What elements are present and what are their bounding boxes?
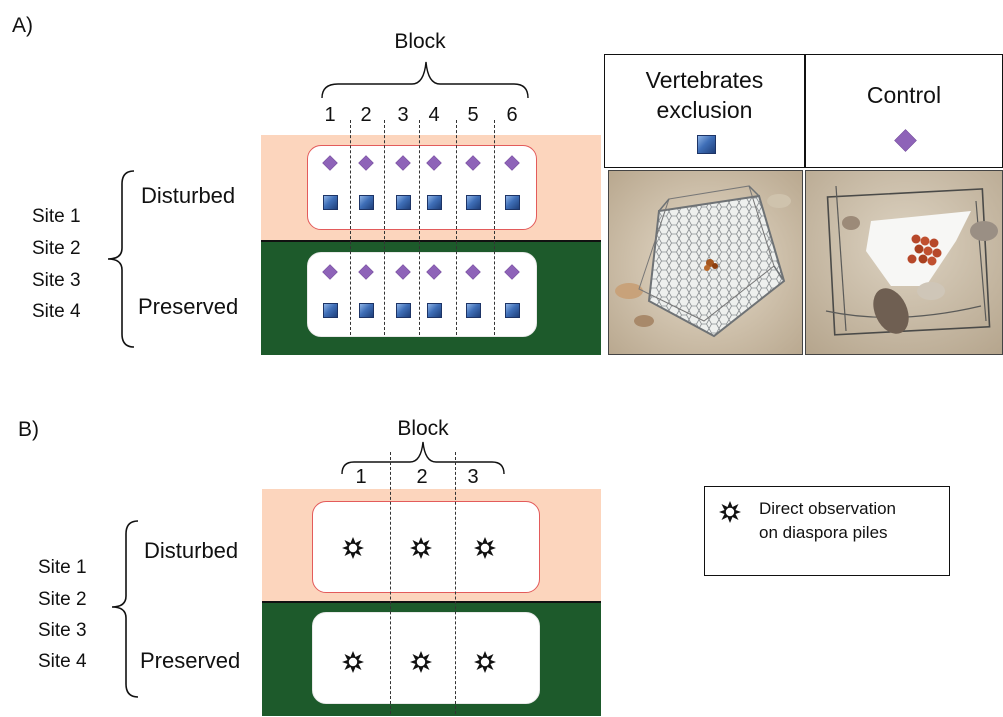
starburst-icon <box>719 501 741 523</box>
panel-a-disturbed-exclusion-square-1 <box>323 195 338 210</box>
control-legend: Control <box>805 54 1003 168</box>
panel-a-divider-2 <box>384 120 385 335</box>
panel-b-divider-1 <box>390 452 391 714</box>
panel-a-preserved-exclusion-square-3 <box>396 303 411 318</box>
panel-b-site-4: Site 4 <box>38 651 87 672</box>
panel-b-disturbed-starburst-icon-1 <box>342 537 364 559</box>
panel-b-site-1: Site 1 <box>38 557 87 578</box>
panel-a-block-number-3: 3 <box>397 104 409 126</box>
panel-a-site-brace <box>107 170 135 348</box>
panel-b-block-title: Block <box>397 417 449 440</box>
panel-a-band-divider <box>261 240 601 242</box>
panel-a-block-number-2: 2 <box>360 104 372 126</box>
panel-b-preserved-starburst-icon-1 <box>342 651 364 673</box>
panel-a-block-number-6: 6 <box>506 104 518 126</box>
purple-diamond-icon <box>894 129 917 152</box>
panel-a-site-3: Site 3 <box>32 270 81 291</box>
panel-a-block-number-5: 5 <box>467 104 479 126</box>
panel-a-site-2: Site 2 <box>32 238 81 259</box>
panel-a-preserved-exclusion-square-5 <box>466 303 481 318</box>
panel-b-site-brace <box>111 520 139 698</box>
panel-a-preserved-label: Preserved <box>138 294 239 319</box>
panel-b-preserved-label: Preserved <box>140 648 241 673</box>
panel-b-band-divider <box>262 601 601 603</box>
blue-square-icon <box>697 135 716 154</box>
control-photo <box>805 170 1003 355</box>
panel-a-preserved-plot <box>307 252 537 337</box>
panel-a-divider-5 <box>494 120 495 335</box>
panel-a-site-4: Site 4 <box>32 301 81 322</box>
panel-a-disturbed-exclusion-square-5 <box>466 195 481 210</box>
panel-a-divider-1 <box>350 120 351 335</box>
panel-a-disturbed-label: Disturbed <box>141 183 236 208</box>
panel-b-disturbed-starburst-icon-2 <box>410 537 432 559</box>
legend-observation-line2: on diaspora piles <box>759 523 888 542</box>
panel-b-label: B) <box>18 418 39 441</box>
panel-a-site-1: Site 1 <box>32 206 81 227</box>
panel-a-preserved-exclusion-square-1 <box>323 303 338 318</box>
vertebrates-exclusion-photo <box>608 170 803 355</box>
direct-observation-legend: Direct observation on diaspora piles <box>704 486 950 576</box>
panel-a-preserved-exclusion-square-4 <box>427 303 442 318</box>
vertebrates-exclusion-legend: Vertebrates exclusion <box>604 54 805 168</box>
panel-a-block-number-1: 1 <box>324 104 336 126</box>
control-legend-label: Control <box>866 82 942 108</box>
panel-a-disturbed-exclusion-square-6 <box>505 195 520 210</box>
panel-b-block-number-1: 1 <box>355 466 367 488</box>
panel-b-divider-2 <box>455 452 456 714</box>
panel-b-preserved-starburst-icon-2 <box>410 651 432 673</box>
panel-b-block-brace <box>341 441 505 475</box>
legend-observation-line1: Direct observation <box>759 499 897 518</box>
panel-a-block-title: Block <box>394 30 446 53</box>
panel-a-label: A) <box>12 14 33 37</box>
panel-b-disturbed-label: Disturbed <box>144 538 239 563</box>
panel-a-block-brace <box>321 61 529 99</box>
panel-b-block-number-3: 3 <box>467 466 479 488</box>
panel-b-disturbed-starburst-icon-3 <box>474 537 496 559</box>
panel-a-preserved-exclusion-square-2 <box>359 303 374 318</box>
panel-b-block-number-2: 2 <box>416 466 428 488</box>
panel-a-disturbed-exclusion-square-3 <box>396 195 411 210</box>
panel-a-disturbed-plot <box>307 145 537 230</box>
panel-a-disturbed-exclusion-square-4 <box>427 195 442 210</box>
panel-b-site-2: Site 2 <box>38 589 87 610</box>
vertebrates-legend-line1: Vertebrates <box>645 67 764 93</box>
panel-a-divider-4 <box>456 120 457 335</box>
panel-a-preserved-exclusion-square-6 <box>505 303 520 318</box>
vertebrates-legend-line2: exclusion <box>656 97 753 123</box>
panel-b-site-3: Site 3 <box>38 620 87 641</box>
panel-a-block-number-4: 4 <box>428 104 440 126</box>
panel-b-preserved-starburst-icon-3 <box>474 651 496 673</box>
panel-a-divider-3 <box>419 120 420 335</box>
panel-a-disturbed-exclusion-square-2 <box>359 195 374 210</box>
